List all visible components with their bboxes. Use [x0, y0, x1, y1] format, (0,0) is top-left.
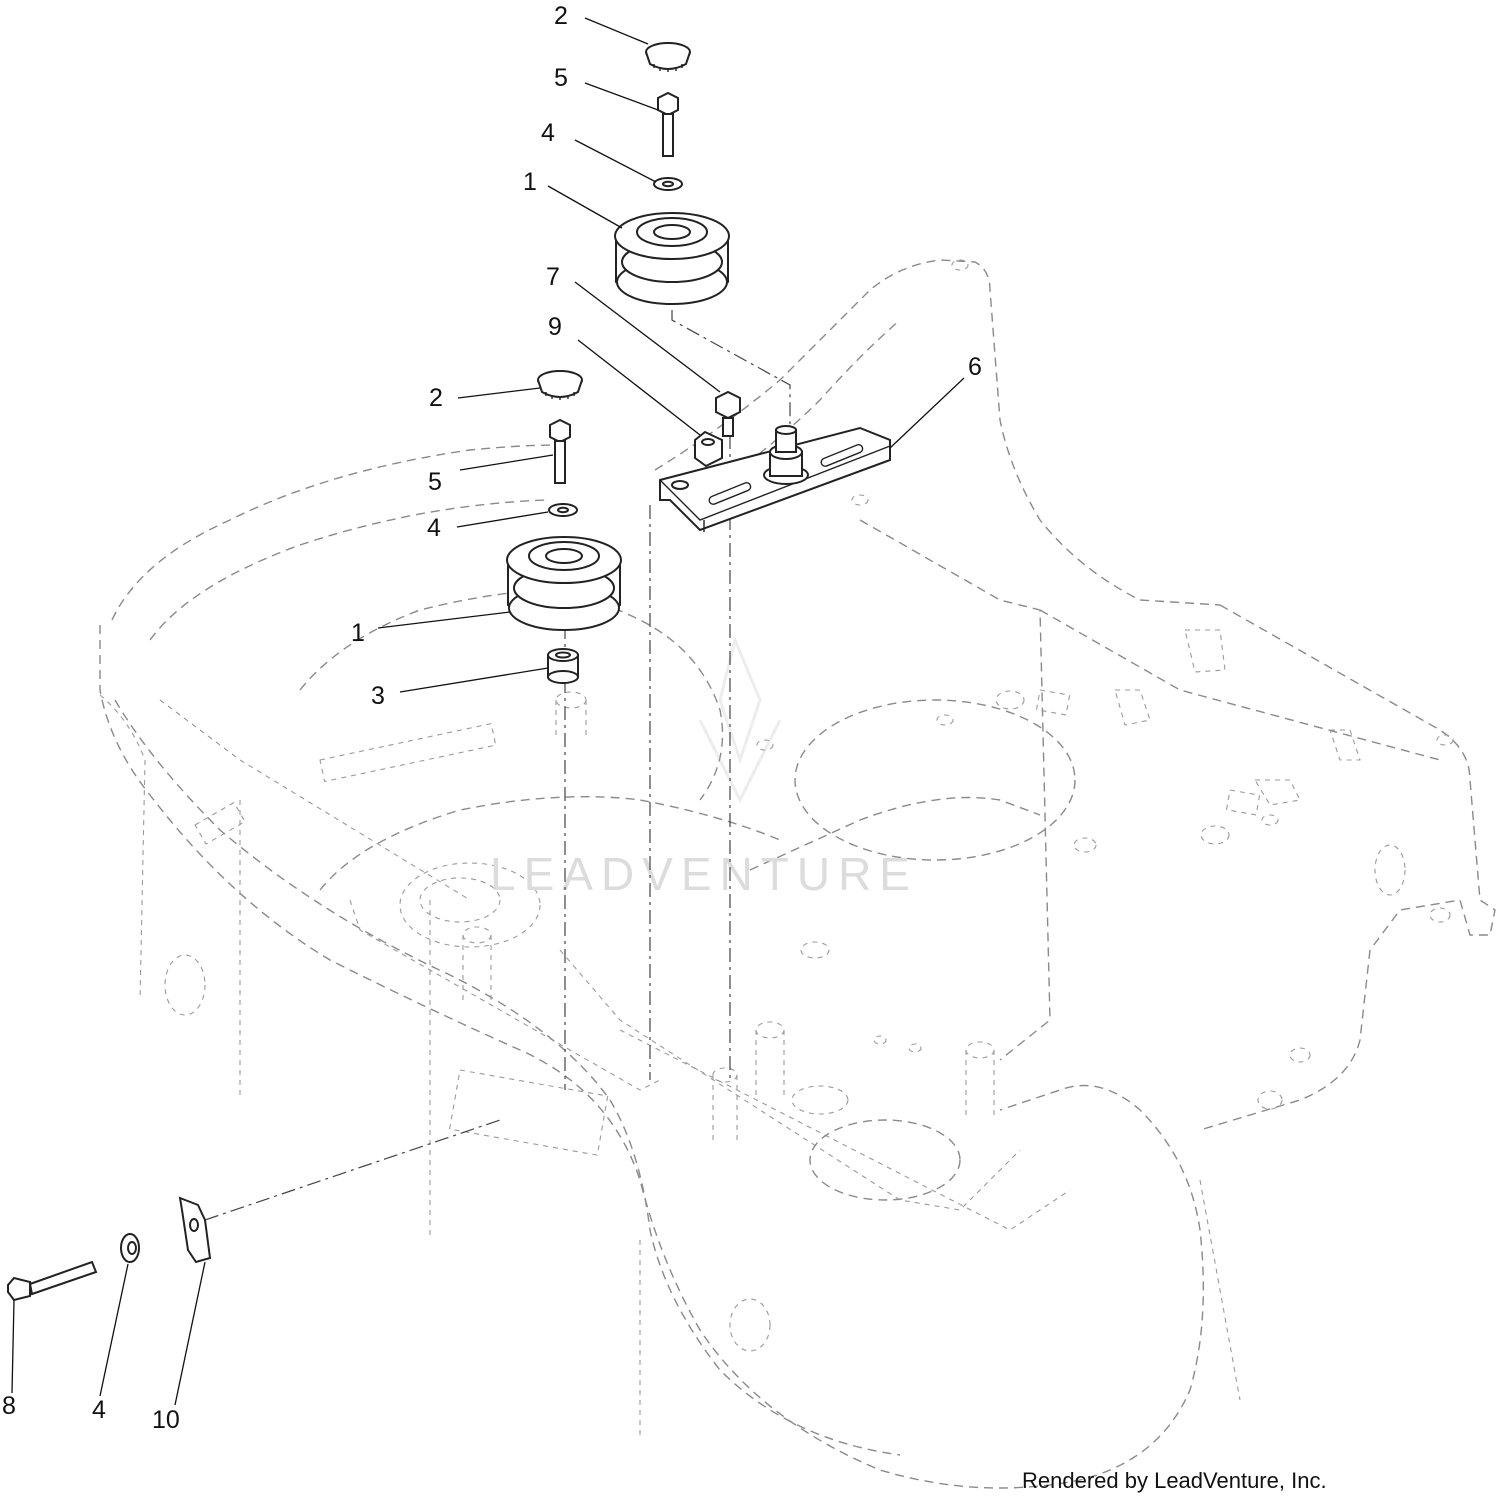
- callouts: 2 5 4 1 7 9 6 2 5 4 1 3 8 4 10: [2, 2, 982, 1434]
- lower-pulley-bolt: [549, 418, 571, 484]
- watermark-text: LEADVENTURE: [490, 848, 918, 900]
- callout-7-bracket-bolt: 7: [546, 263, 560, 291]
- callout-1-upper-pulley: 1: [523, 168, 537, 196]
- mower-deck-housing: [99, 259, 1496, 1489]
- deflector-bolt: [7, 1260, 98, 1302]
- upper-pulley-cap: [645, 42, 691, 72]
- callout-9-spacer: 9: [548, 313, 562, 341]
- callout-4-lower-washer: 4: [427, 514, 441, 542]
- callout-8-bolt: 8: [2, 1392, 16, 1420]
- watermark-logo-icon: [698, 635, 782, 804]
- deflector-washer: [120, 1233, 140, 1263]
- callout-2-lower-cap: 2: [429, 384, 443, 412]
- deflector-plate: [178, 1196, 212, 1264]
- leader-lines: [11, 17, 965, 1406]
- upper-pulley-washer: [653, 177, 683, 191]
- bracket-bolt: [715, 390, 741, 437]
- callout-4-upper-washer: 4: [541, 119, 555, 147]
- assembly-centerlines: [204, 310, 791, 1221]
- bracket-spacer: [694, 430, 723, 468]
- callout-5-lower-bolt: 5: [428, 468, 442, 496]
- callout-2-upper-cap: 2: [554, 2, 568, 30]
- callout-3-pulley-spacer: 3: [371, 682, 385, 710]
- callout-6-bracket: 6: [968, 353, 982, 381]
- callout-10-deflector: 10: [152, 1406, 180, 1434]
- callout-1-lower-pulley: 1: [351, 619, 365, 647]
- lower-pulley-cap: [537, 370, 583, 400]
- pulley-spacer: [547, 648, 579, 684]
- render-credit: Rendered by LeadVenture, Inc.: [1022, 1468, 1327, 1493]
- upper-idler-pulley: [614, 212, 730, 305]
- callout-5-upper-bolt: 5: [554, 64, 568, 92]
- upper-pulley-bolt: [657, 91, 679, 157]
- lower-pulley-washer: [548, 503, 578, 517]
- lower-idler-pulley: [506, 536, 622, 631]
- callout-4-washer: 4: [92, 1396, 106, 1424]
- bracket-pivot-stud: [763, 425, 809, 485]
